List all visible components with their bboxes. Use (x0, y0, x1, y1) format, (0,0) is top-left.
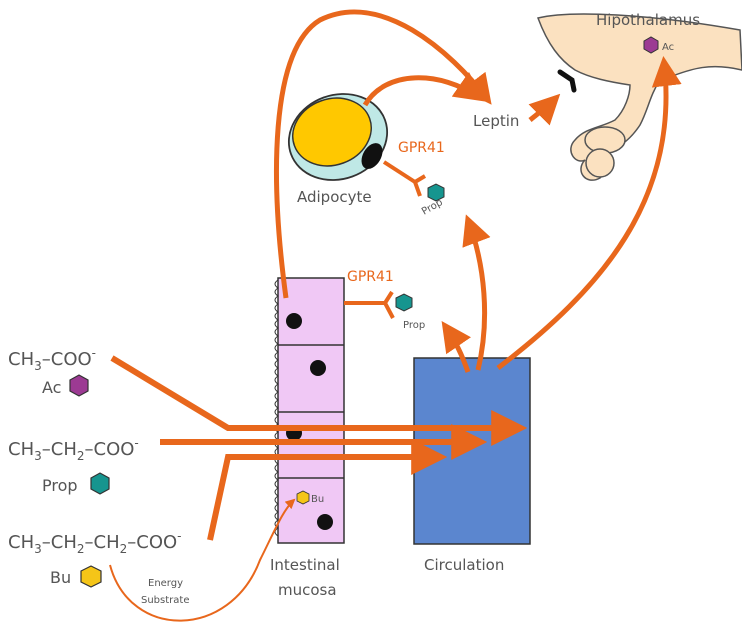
adipocyte-prop-label: Prop (420, 197, 445, 218)
adipocyte-gpr41-label: GPR41 (398, 140, 445, 156)
propionate-hexagon-icon (90, 472, 110, 495)
nucleus-icon (286, 313, 302, 329)
adipocyte-label: Adipocyte (297, 188, 372, 206)
propionate-hexagon-icon (395, 293, 413, 312)
circulation-to-adipocyte-arrow (462, 214, 491, 371)
svg-text:CH3–CH2–COO-: CH3–CH2–COO- (8, 436, 139, 463)
mucosa-label-line1: Intestinal (270, 556, 340, 574)
hypothalamus: Hipothalamus Ac (537, 11, 742, 181)
mucosa-gpr41-label: GPR41 (347, 269, 394, 285)
energy-substrate-arrow (109, 498, 296, 622)
leptin-to-hypothalamus-arrow (528, 93, 561, 126)
butyrate-absorption-arrow (207, 439, 448, 541)
hypothalamus-ac-label: Ac (662, 42, 674, 53)
adipocyte-to-leptin-arrow (362, 71, 485, 107)
circulation-to-gpr41-arrow (441, 321, 471, 373)
intestinal-mucosa: Bu (274, 277, 345, 544)
energy-label-line2: Substrate (141, 595, 189, 606)
nucleus-icon (317, 514, 333, 530)
butyrate-hexagon-icon (80, 565, 102, 588)
mucosa-label-line2: mucosa (278, 581, 337, 599)
adipocyte (287, 93, 389, 181)
svg-text:CH3–COO-: CH3–COO- (8, 346, 96, 373)
butyrate-hexagon-icon (296, 490, 310, 505)
mucosa-to-leptin-arrow (274, 9, 492, 299)
leptin-receptor-icon (557, 69, 577, 93)
acetate-absorption-arrow (110, 355, 528, 446)
acetate-hexagon-icon (643, 36, 659, 54)
mucosa-prop-label: Prop (403, 320, 425, 331)
hypothalamus-label: Hipothalamus (596, 11, 700, 29)
butyrate-abbr: Bu (50, 568, 71, 587)
microvilli (274, 279, 279, 537)
mucosa-receptor-icon (344, 290, 395, 319)
energy-label-line1: Energy (148, 578, 183, 589)
circulation-box (413, 357, 531, 545)
acetate-hexagon-icon (69, 374, 89, 397)
butyrate-formula: CH3–CH2–CH2–COO- (8, 529, 182, 556)
nucleus-icon (310, 360, 326, 376)
acetate-formula: CH3–COO- (8, 346, 96, 373)
acetate-abbr: Ac (42, 378, 61, 397)
propionate-formula: CH3–CH2–COO- (8, 436, 139, 463)
svg-text:CH3–CH2–CH2–COO-: CH3–CH2–CH2–COO- (8, 529, 182, 556)
circulation-to-hypothalamus-arrow (496, 56, 682, 370)
propionate-hexagon-icon (427, 183, 445, 202)
adipocyte-receptor-icon (382, 160, 427, 197)
mucosa-bu-label: Bu (311, 494, 324, 505)
circulation-label: Circulation (424, 556, 504, 574)
propionate-abbr: Prop (42, 476, 78, 495)
leptin-label: Leptin (473, 112, 519, 130)
